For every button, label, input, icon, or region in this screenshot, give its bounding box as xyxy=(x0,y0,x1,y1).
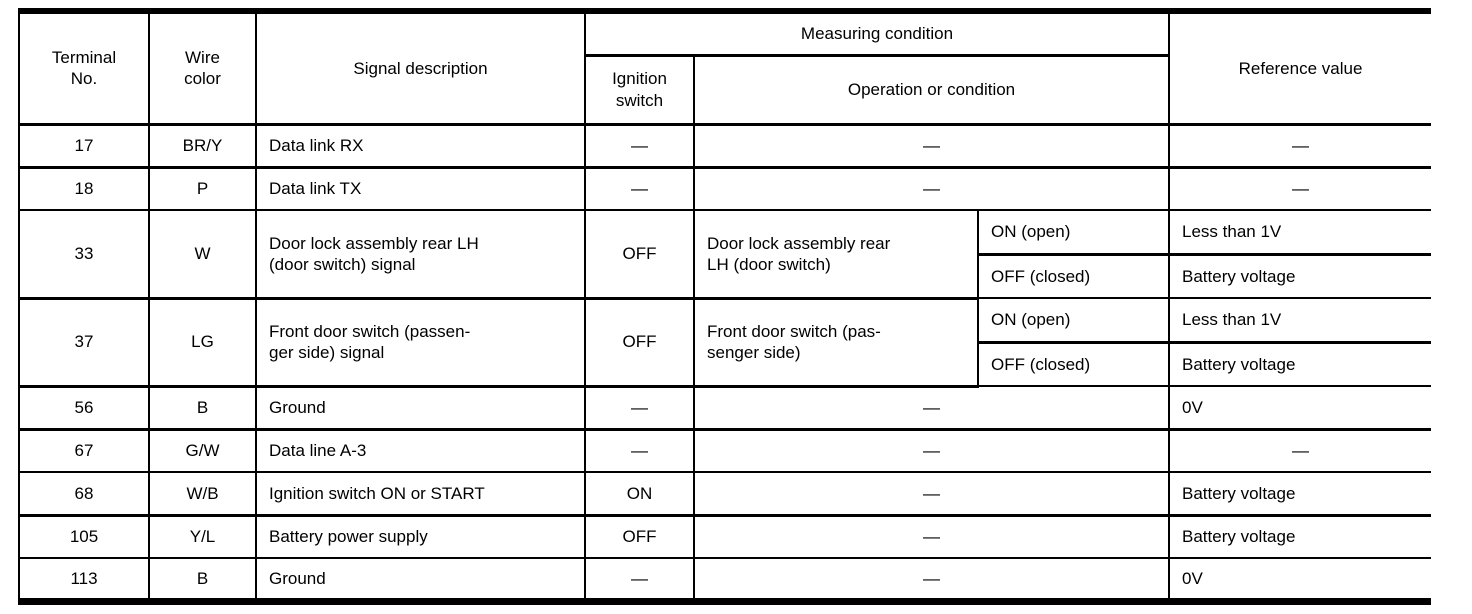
table-row-terminal-17: 17 BR/Y Data link RX — — — xyxy=(18,123,1432,169)
table-row-terminal-56: 56 B Ground — — 0V xyxy=(18,385,1432,431)
header-signal-description: Signal description xyxy=(255,10,586,126)
cell-reference-value: 0V xyxy=(1168,557,1432,602)
cell-wire-color: B xyxy=(148,385,257,431)
header-measuring-condition: Measuring condition xyxy=(583,10,1171,57)
cell-ignition-switch: — xyxy=(584,385,695,431)
cell-wire-color: BR/Y xyxy=(148,123,257,169)
cell-signal-description: Ignition switch ON or START xyxy=(255,471,586,517)
cell-reference-value: — xyxy=(1168,123,1432,169)
cell-operation: — xyxy=(692,514,1171,559)
cell-terminal: 56 xyxy=(18,385,150,431)
cell-operation: — xyxy=(692,123,1171,169)
cell-operation: — xyxy=(692,166,1171,211)
cell-ignition-switch: — xyxy=(584,557,695,602)
terminal-reference-table: Terminal No. Wire color Signal descripti… xyxy=(18,8,1432,605)
cell-terminal: 68 xyxy=(18,471,150,517)
cell-wire-color: LG xyxy=(148,297,257,388)
cell-terminal: 37 xyxy=(18,297,150,388)
cell-ignition-switch: — xyxy=(584,123,695,169)
cell-ignition-switch: OFF xyxy=(584,209,695,300)
cell-signal-description: Battery power supply xyxy=(255,514,586,559)
table-row-terminal-37-sub: OFF (closed) Battery voltage xyxy=(19,341,1432,387)
header-row-sub: Ignition switch Operation or condition xyxy=(19,54,1431,126)
cell-reference-value: Battery voltage xyxy=(1168,253,1432,299)
cell-reference-value: Battery voltage xyxy=(1168,341,1432,387)
cell-reference-value: 0V xyxy=(1168,385,1432,431)
cell-signal-description: Ground xyxy=(255,557,586,602)
cell-signal-description: Front door switch (passen- ger side) sig… xyxy=(255,297,586,388)
cell-operation: — xyxy=(692,557,1171,602)
cell-operation: Door lock assembly rear LH (door switch) xyxy=(693,209,979,300)
header-terminal-no: Terminal No. xyxy=(18,10,150,126)
cell-operation: — xyxy=(692,428,1171,473)
cell-operation-state: ON (open) xyxy=(976,297,1171,344)
cell-ignition-switch: OFF xyxy=(584,297,695,388)
cell-ignition-switch: ON xyxy=(584,471,695,517)
table-row-terminal-33-sub: OFF (closed) Battery voltage xyxy=(19,253,1432,299)
cell-signal-description: Data line A-3 xyxy=(255,428,586,473)
header-row-top: Terminal No. Wire color Signal descripti… xyxy=(18,10,1432,126)
cell-wire-color: B xyxy=(148,557,257,602)
cell-operation-state: OFF (closed) xyxy=(976,253,1171,299)
cell-wire-color: G/W xyxy=(148,428,257,473)
cell-terminal: 17 xyxy=(18,123,150,169)
cell-terminal: 67 xyxy=(18,428,150,473)
cell-signal-description: Data link TX xyxy=(255,166,586,211)
table-row-terminal-105: 105 Y/L Battery power supply OFF — Batte… xyxy=(18,514,1432,559)
cell-reference-value: Less than 1V xyxy=(1168,209,1432,256)
cell-wire-color: P xyxy=(148,166,257,211)
cell-terminal: 105 xyxy=(18,514,150,559)
table-row-terminal-68: 68 W/B Ignition switch ON or START ON — … xyxy=(18,471,1432,517)
cell-signal-description: Data link RX xyxy=(255,123,586,169)
header-operation-or-condition: Operation or condition xyxy=(692,54,1171,126)
cell-operation-state: OFF (closed) xyxy=(976,341,1171,387)
cell-reference-value: — xyxy=(1168,166,1432,211)
table-row-terminal-37: 37 LG Front door switch (passen- ger sid… xyxy=(18,297,1432,388)
cell-signal-description: Door lock assembly rear LH (door switch)… xyxy=(255,209,586,300)
header-ignition-switch: Ignition switch xyxy=(584,54,695,126)
table-row-terminal-113: 113 B Ground — — 0V xyxy=(18,557,1432,602)
cell-ignition-switch: OFF xyxy=(584,514,695,559)
cell-operation: — xyxy=(692,471,1171,517)
cell-operation: Front door switch (pas- senger side) xyxy=(693,297,979,388)
cell-operation-state: ON (open) xyxy=(976,209,1171,256)
header-wire-color: Wire color xyxy=(148,10,257,126)
table-row-terminal-67: 67 G/W Data line A-3 — — — xyxy=(18,428,1432,473)
cell-reference-value: Battery voltage xyxy=(1168,514,1432,559)
cell-signal-description: Ground xyxy=(255,385,586,431)
header-reference-value: Reference value xyxy=(1168,10,1432,126)
cell-terminal: 113 xyxy=(18,557,150,602)
cell-terminal: 33 xyxy=(18,209,150,300)
cell-wire-color: W/B xyxy=(148,471,257,517)
table-row-terminal-33: 33 W Door lock assembly rear LH (door sw… xyxy=(18,209,1432,300)
cell-reference-value: Battery voltage xyxy=(1168,471,1432,517)
cell-ignition-switch: — xyxy=(584,428,695,473)
cell-ignition-switch: — xyxy=(584,166,695,211)
cell-reference-value: — xyxy=(1168,428,1432,473)
cell-reference-value: Less than 1V xyxy=(1168,297,1432,344)
cell-terminal: 18 xyxy=(18,166,150,211)
table-row-terminal-18: 18 P Data link TX — — — xyxy=(18,166,1432,211)
cell-operation: — xyxy=(692,385,1171,431)
cell-wire-color: Y/L xyxy=(148,514,257,559)
cell-wire-color: W xyxy=(148,209,257,300)
